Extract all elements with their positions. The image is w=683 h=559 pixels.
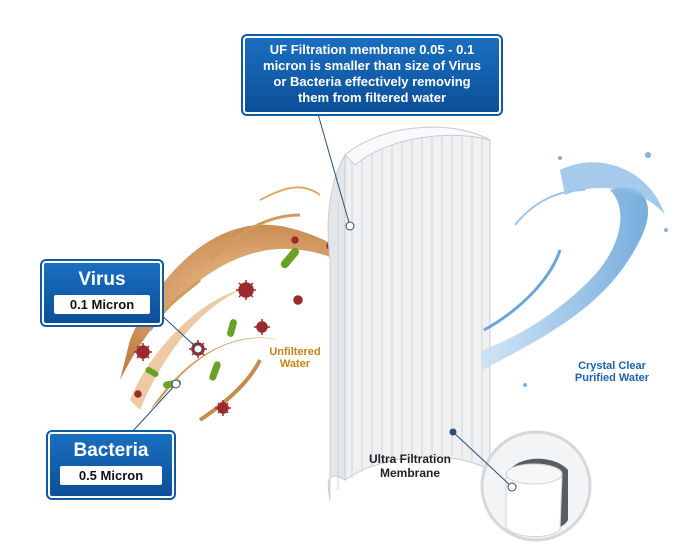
bacteria-callout: Bacteria 0.5 Micron <box>46 430 176 500</box>
membrane-line-1: Ultra Filtration <box>368 452 451 466</box>
virus-particle <box>254 319 270 335</box>
membrane-tubes <box>327 126 491 501</box>
virus-particle <box>134 390 142 398</box>
bacteria-size: 0.5 Micron <box>60 466 162 485</box>
bacterium <box>280 247 300 269</box>
unfiltered-water-splash <box>120 186 410 422</box>
clear-line-1: Crystal Clear <box>578 360 646 372</box>
leader-virus <box>157 311 199 350</box>
bacterium <box>227 319 237 337</box>
virus-particle <box>293 295 303 305</box>
bacteria-title: Bacteria <box>73 440 149 461</box>
virus-particle <box>291 236 299 244</box>
leader-virus-dot <box>193 344 203 354</box>
clear-line-2: Purified Water <box>574 372 650 384</box>
membrane-line-2: Membrane <box>379 466 441 480</box>
bacterium <box>209 361 221 381</box>
membrane-zoom-inset <box>480 430 592 542</box>
callout-line-4: them from filtered water <box>297 90 447 105</box>
leader-inset <box>452 431 513 488</box>
virus-size: 0.1 Micron <box>54 295 150 314</box>
leader-bacteria-dot <box>171 379 181 389</box>
unfiltered-water-label: Unfiltered Water <box>250 346 340 370</box>
membrane-info-callout: UF Filtration membrane 0.05 - 0.1 micron… <box>241 34 503 116</box>
leader-inset-dot <box>449 428 457 436</box>
callout-line-1: UF Filtration membrane 0.05 - 0.1 <box>269 42 475 57</box>
virus-particle <box>134 343 152 361</box>
leader-bacteria <box>131 383 177 433</box>
leader-top-dot <box>345 221 355 231</box>
virus-title: Virus <box>78 269 126 290</box>
clear-water-splash <box>482 152 668 387</box>
callout-line-3: or Bacteria effectively removing <box>273 74 471 89</box>
leader-lines <box>131 113 517 492</box>
callout-line-2: micron is smaller than size of Virus <box>263 58 481 73</box>
unfiltered-line-2: Water <box>279 358 311 370</box>
leader-top <box>317 113 351 227</box>
leader-inset-end <box>507 482 517 492</box>
virus-particle <box>215 400 231 416</box>
membrane-label: Ultra Filtration Membrane <box>350 452 470 480</box>
virus-particle <box>236 280 256 300</box>
virus-callout: Virus 0.1 Micron <box>40 259 164 327</box>
purified-water-label: Crystal Clear Purified Water <box>562 360 662 384</box>
bacterium <box>145 367 159 377</box>
unfiltered-line-1: Unfiltered <box>269 346 321 358</box>
